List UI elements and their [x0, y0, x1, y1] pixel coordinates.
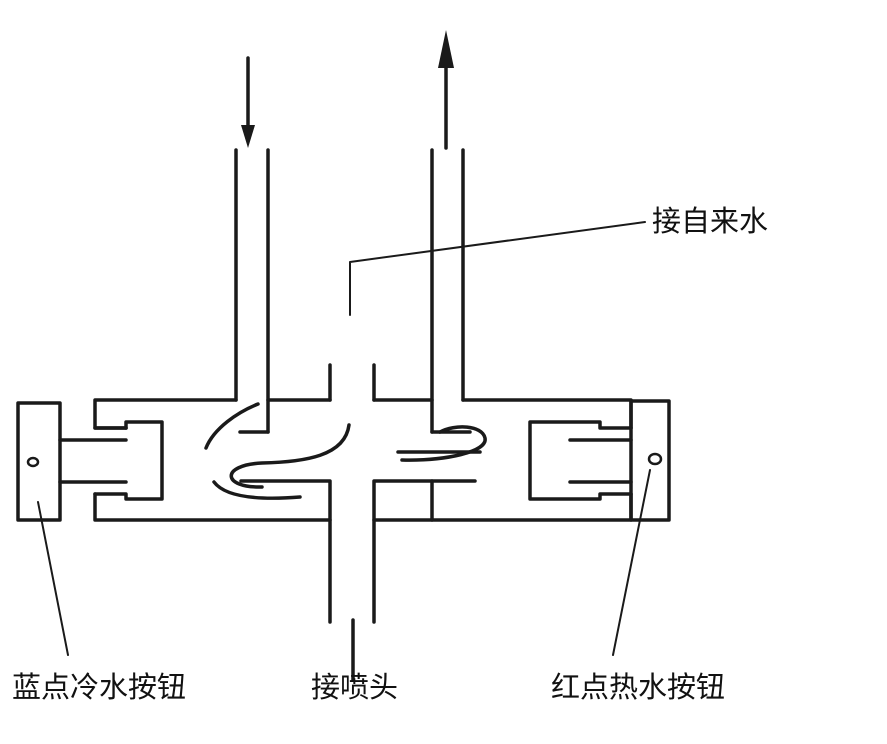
outlet-arrow [438, 30, 454, 150]
label-cold-button: 蓝点冷水按钮 [12, 670, 187, 704]
valve-body [93, 398, 633, 624]
inlet-arrow [241, 56, 255, 148]
label-nozzle: 接喷头 [311, 670, 399, 704]
internal-divider [239, 479, 477, 522]
leader-lines [37, 221, 651, 656]
hot-button [528, 399, 671, 522]
label-tap-water: 接自来水 [652, 204, 769, 238]
cold-button [16, 401, 164, 522]
inlet-pipe [234, 148, 270, 434]
flow-curves [204, 402, 487, 500]
outlet-pipe [430, 148, 465, 434]
center-channel [328, 363, 376, 682]
label-hot-button: 红点热水按钮 [551, 670, 726, 704]
